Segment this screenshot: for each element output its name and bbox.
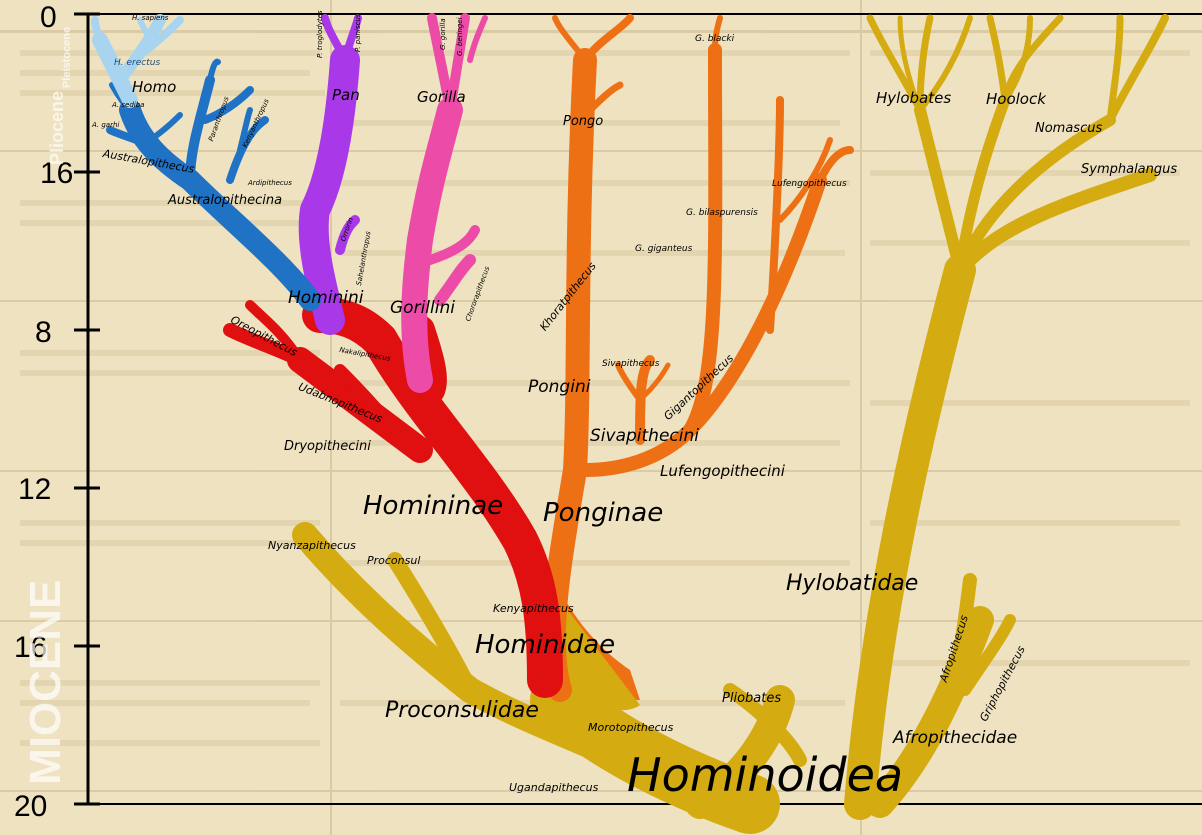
- label-g-bilaspurensis: G. bilaspurensis: [686, 209, 758, 218]
- label-g-giganteus: G. giganteus: [635, 245, 692, 254]
- label-hoolock: Hoolock: [986, 92, 1046, 107]
- label-nyanzapithecus: Nyanzapithecus: [268, 540, 356, 551]
- label-gorillini: Gorillini: [390, 300, 455, 317]
- label-morotopithecus: Morotopithecus: [588, 722, 673, 733]
- label-ugandapithecus: Ugandapithecus: [509, 782, 598, 793]
- axis-label-8: 8: [35, 318, 52, 348]
- label-afropithecidae: Afropithecidae: [893, 730, 1017, 747]
- label-g-blacki: G. blacki: [695, 35, 734, 44]
- label-australopithecina: Australopithecina: [168, 194, 282, 207]
- label-h-erectus: H. erectus: [114, 59, 160, 68]
- label-hominidae: Hominidae: [475, 632, 615, 658]
- label-proconsulidae: Proconsulidae: [385, 700, 539, 722]
- label-hylobatidae: Hylobatidae: [786, 573, 918, 595]
- label-pongini: Pongini: [528, 379, 590, 396]
- label-sivapithecini: Sivapithecini: [590, 428, 699, 445]
- label-dryopithecini: Dryopithecini: [284, 440, 371, 453]
- pan-clade: [314, 18, 358, 320]
- label-hominini: Hominini: [288, 290, 363, 307]
- label-lufengopithecus: Lufengopithecus: [772, 180, 847, 189]
- label-sivapithecus: Sivapithecus: [602, 360, 659, 369]
- label-p-troglodytes: P. troglodytes: [317, 10, 324, 58]
- label-p-paniscus: P. paniscus: [355, 14, 362, 52]
- hylobatidae-clade: [860, 18, 1165, 804]
- label-lufengopithecini: Lufengopithecini: [660, 464, 785, 479]
- label-ponginae: Ponginae: [543, 500, 663, 526]
- epoch-pliocene: Pliocene: [48, 91, 66, 165]
- epoch-pleistocene: Pleistocene: [62, 27, 73, 88]
- label-g-beringei: G. beringei: [457, 17, 464, 56]
- label-pan: Pan: [332, 88, 360, 103]
- label-pongo: Pongo: [563, 115, 603, 128]
- label-h-sapiens: H. sapiens: [132, 15, 168, 22]
- label-a-sediba: A. sediba: [112, 102, 144, 109]
- label-nomascus: Nomascus: [1035, 122, 1102, 135]
- label-symphalangus: Symphalangus: [1081, 163, 1177, 176]
- axis-label-0: 0: [40, 3, 57, 33]
- gorillini-clade: [414, 18, 485, 380]
- epoch-miocene: MIOCENE: [24, 580, 68, 785]
- label-gorilla: Gorilla: [417, 90, 466, 105]
- label-pliobates: Pliobates: [722, 692, 781, 705]
- label-homo: Homo: [132, 80, 176, 95]
- label-g-gorilla: G. gorilla: [440, 18, 447, 50]
- label-hominoidea: Hominoidea: [627, 752, 903, 798]
- label-hylobates: Hylobates: [876, 91, 951, 106]
- axis-label-12: 12: [18, 475, 51, 505]
- label-homininae: Homininae: [363, 493, 503, 519]
- label-kenyapithecus: Kenyapithecus: [493, 603, 574, 614]
- label-proconsul: Proconsul: [367, 555, 420, 566]
- axis-label-20: 20: [14, 792, 47, 822]
- label-a-garhi: A. garhi: [92, 122, 119, 129]
- label-ardipithecus: Ardipithecus: [248, 180, 292, 187]
